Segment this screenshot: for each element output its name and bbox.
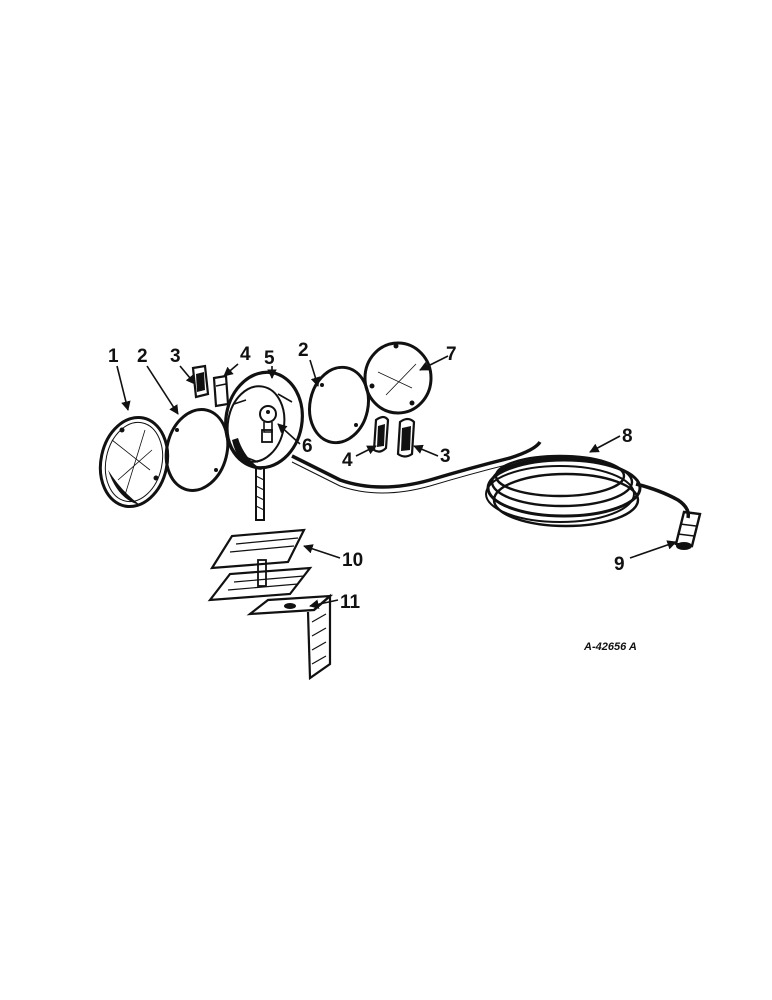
reflector-segment-right-part	[396, 417, 416, 458]
callout-7: 7	[446, 344, 457, 365]
leader-lines	[116, 355, 677, 609]
callout-3-left: 3	[170, 346, 181, 367]
clip-left-part	[212, 374, 230, 408]
callout-2-left: 2	[137, 346, 148, 367]
callout-11: 11	[340, 592, 361, 613]
lamp-housing-part	[224, 370, 304, 521]
callout-6: 6	[302, 436, 313, 457]
l-bracket-part	[246, 593, 334, 681]
callout-3-right: 3	[440, 446, 451, 467]
reflector-segment-left-part	[191, 364, 210, 399]
connector-plug-part	[674, 510, 702, 550]
callout-4-left: 4	[240, 344, 251, 365]
callout-8: 8	[622, 426, 633, 447]
lamp-bulb-part	[259, 405, 277, 433]
callout-5: 5	[264, 348, 275, 369]
callout-4-right: 4	[342, 450, 353, 471]
callout-1: 1	[108, 346, 119, 367]
drawing-number: A-42656 A	[583, 641, 637, 653]
lens-outer-part	[98, 415, 170, 509]
callout-10: 10	[342, 550, 363, 571]
callout-2-right: 2	[298, 340, 309, 361]
cable-coil-part	[291, 440, 691, 528]
mounting-plate-part	[207, 528, 313, 602]
gasket-left-part	[164, 408, 230, 492]
callout-9: 9	[614, 554, 625, 575]
gasket-right-part	[308, 365, 370, 445]
lens-right-part	[363, 341, 433, 415]
